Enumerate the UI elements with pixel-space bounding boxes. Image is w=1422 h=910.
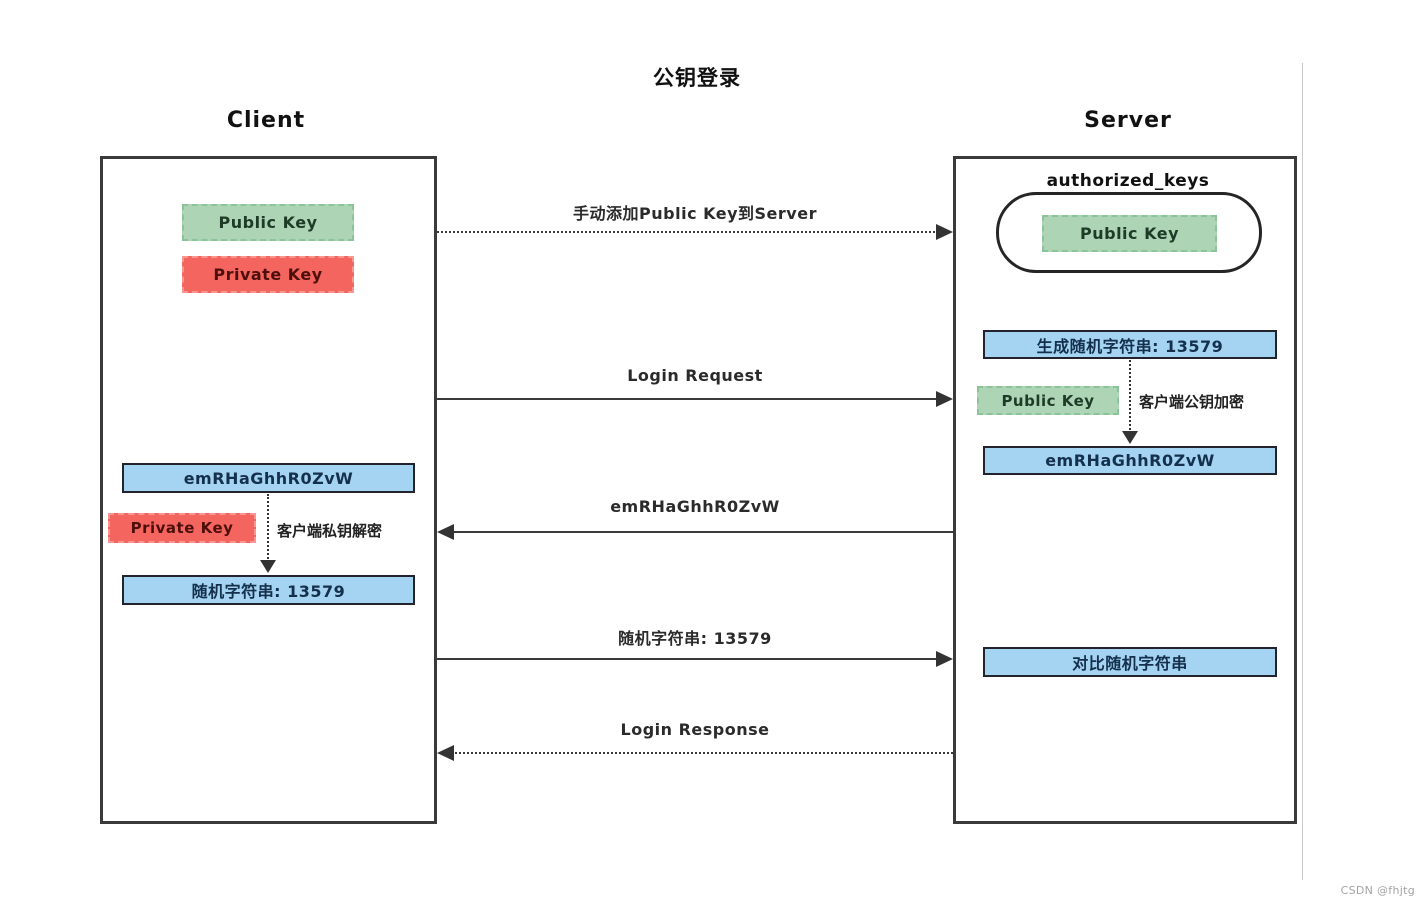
message-login-request-label: Login Request xyxy=(627,366,763,385)
server-encrypt-key-box: Public Key xyxy=(977,386,1119,415)
server-encrypted-string-box: emRHaGhhR0ZvW xyxy=(983,446,1277,475)
message-encrypted-string-label: emRHaGhhR0ZvW xyxy=(610,497,780,516)
arrow-right-icon xyxy=(936,391,953,407)
message-encrypted-string-line xyxy=(451,531,953,533)
server-encrypt-arrow-head-icon xyxy=(1122,431,1138,444)
diagram-title: 公钥登录 xyxy=(653,66,741,90)
client-encrypted-string-box: emRHaGhhR0ZvW xyxy=(122,463,415,493)
arrow-left-icon xyxy=(437,745,454,761)
server-stored-public-key-box: Public Key xyxy=(1042,215,1217,252)
watermark: CSDN @fhjtg xyxy=(1340,884,1415,897)
client-random-string-box: 随机字符串: 13579 xyxy=(122,575,415,605)
arrow-right-icon xyxy=(936,651,953,667)
message-login-response-line xyxy=(451,752,953,754)
client-decrypt-arrow-line xyxy=(267,494,269,562)
server-generate-random-box: 生成随机字符串: 13579 xyxy=(983,330,1277,359)
message-add-public-key-label: 手动添加Public Key到Server xyxy=(573,204,817,223)
client-public-key-box: Public Key xyxy=(182,204,354,241)
page-edge-divider xyxy=(1302,63,1303,880)
server-compare-random-box: 对比随机字符串 xyxy=(983,647,1277,677)
client-private-key-box: Private Key xyxy=(182,256,354,293)
message-login-response-label: Login Response xyxy=(620,720,770,739)
server-encrypt-arrow-line xyxy=(1129,360,1131,434)
message-random-string-label: 随机字符串: 13579 xyxy=(618,629,772,648)
client-decrypt-arrow-head-icon xyxy=(260,560,276,573)
arrow-right-icon xyxy=(936,224,953,240)
client-actor-label: Client xyxy=(226,108,306,133)
message-login-request-line xyxy=(437,398,939,400)
client-decrypt-note: 客户端私钥解密 xyxy=(277,522,383,540)
client-decrypt-key-box: Private Key xyxy=(108,513,256,543)
message-add-public-key-line xyxy=(437,231,939,233)
server-encrypt-note: 客户端公钥加密 xyxy=(1139,393,1245,411)
authorized-keys-label: authorized_keys xyxy=(1046,171,1210,191)
server-actor-label: Server xyxy=(1084,108,1172,133)
arrow-left-icon xyxy=(437,524,454,540)
message-random-string-line xyxy=(437,658,939,660)
